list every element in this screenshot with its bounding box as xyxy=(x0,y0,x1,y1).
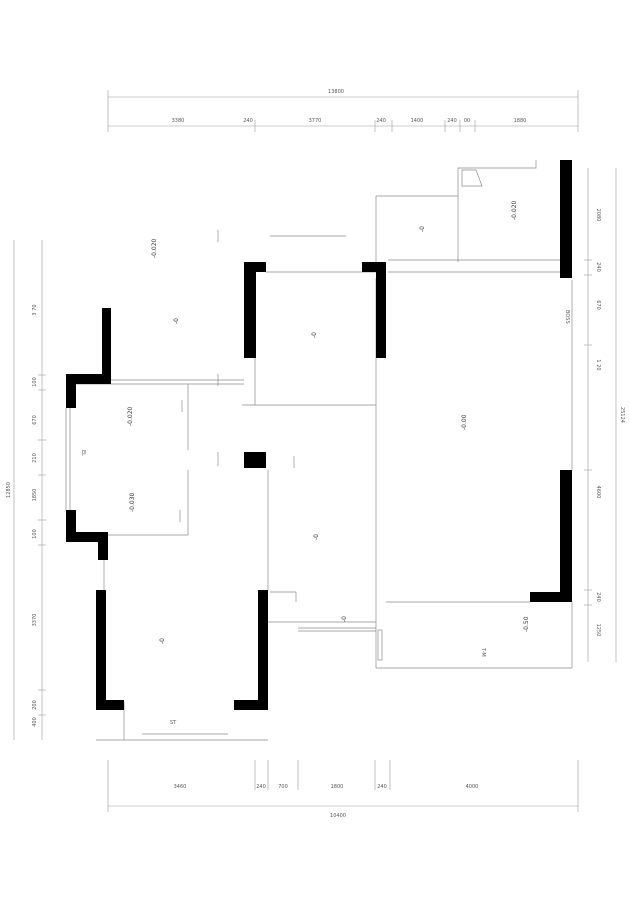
left-dimension-chain: 12850 3 70 100 670 210 1850 100 3370 200… xyxy=(6,240,46,740)
room-level-upper-left: -0.020 xyxy=(151,238,158,258)
left-dimension-2: 100 xyxy=(32,377,38,387)
left-dimension-8: 200 xyxy=(32,700,38,710)
room-level-corridor: -0 xyxy=(173,318,180,324)
annotation-2: EL xyxy=(80,450,86,456)
top-dimension-5: 1400 xyxy=(411,118,424,124)
left-dimension-9: 400 xyxy=(32,717,38,727)
bottom-dimension-2: 240 xyxy=(256,784,266,790)
right-dimension-chain: 25124 2080 240 670 1 20 4600 240 1250 xyxy=(584,168,625,662)
annotations: BOSS EL ST T-M xyxy=(80,310,570,726)
wall-left-bay-bottom xyxy=(66,510,76,542)
right-dimension-6: 240 xyxy=(595,592,601,602)
bottom-dimension-4: 1800 xyxy=(331,784,344,790)
bottom-dimension-6: 4000 xyxy=(466,784,479,790)
top-dimension-3: 3770 xyxy=(309,118,322,124)
right-dimension-7: 1250 xyxy=(595,624,601,637)
top-dimension-8: 1880 xyxy=(514,118,527,124)
top-dimension-7: 00 xyxy=(464,118,470,124)
room-level-master-bedroom: -0 xyxy=(159,638,166,644)
top-dimension-4: 240 xyxy=(376,118,386,124)
bottom-dimension-1: 3460 xyxy=(174,784,187,790)
bottom-total-dimension: 10400 xyxy=(330,813,346,819)
wall-left-upper xyxy=(102,308,111,384)
top-dimension-6: 240 xyxy=(447,118,457,124)
wall-center-column-left xyxy=(244,262,256,358)
wall-center-column-right-top xyxy=(362,262,386,272)
wall-left-mid-post xyxy=(98,532,108,560)
room-level-living: -0.00 xyxy=(461,414,468,430)
wall-left-bay-top xyxy=(66,374,76,408)
annotation-4: T-M xyxy=(480,647,486,657)
left-dimension-7: 3370 xyxy=(32,614,38,627)
wall-bottom-right-return xyxy=(234,700,268,710)
wall-left-lower xyxy=(96,590,106,710)
room-level-dining: -0 xyxy=(311,332,318,338)
top-dimension-1: 3380 xyxy=(172,118,185,124)
room-labels: -0.020 -0 -0.020 -0 -0 -0.020 -0.00 -0.0… xyxy=(127,200,530,644)
room-level-bedroom-upper: -0.020 xyxy=(127,406,134,426)
wall-left-lower-return xyxy=(96,700,124,710)
bottom-dimension-3: 700 xyxy=(278,784,288,790)
wall-bottom-right-post xyxy=(258,590,268,710)
bottom-dimension-chain: 10400 3460 240 700 1800 240 4000 xyxy=(107,760,579,819)
right-dimension-2: 240 xyxy=(595,262,601,272)
annotation-3: ST xyxy=(170,720,177,726)
wall-left-mid-return xyxy=(66,532,108,542)
room-level-balcony: -0.50 xyxy=(523,616,530,632)
room-level-storage: -0 xyxy=(419,226,426,232)
wall-right-lower-return xyxy=(530,592,572,602)
annotation-1: BOSS xyxy=(564,310,570,324)
right-dimension-4: 1 20 xyxy=(595,359,601,370)
top-dimension-2: 240 xyxy=(243,118,253,124)
room-level-kitchen: -0.020 xyxy=(511,200,518,220)
left-total-dimension: 12850 xyxy=(6,482,12,498)
top-total-dimension: 13800 xyxy=(328,89,344,95)
room-level-hall: -0 xyxy=(313,534,320,540)
left-dimension-3: 670 xyxy=(32,415,38,425)
top-dimension-chain: 13800 3380 240 3770 240 1400 240 00 1880 xyxy=(107,89,579,132)
wall-center-block xyxy=(244,452,266,468)
wall-left-upper-return xyxy=(66,374,111,384)
bottom-dimension-5: 240 xyxy=(377,784,387,790)
right-dimension-5: 4600 xyxy=(595,486,601,499)
right-total-dimension: 25124 xyxy=(619,407,625,423)
wall-center-column-right xyxy=(376,262,386,358)
room-level-bath: -0 xyxy=(341,616,348,622)
wall-right-lower xyxy=(560,470,572,602)
structural-walls xyxy=(66,160,572,710)
right-dimension-3: 670 xyxy=(595,300,601,310)
wall-top-right-column xyxy=(560,160,572,278)
left-dimension-5: 1850 xyxy=(32,489,38,502)
partition-lines xyxy=(65,160,573,741)
right-dimension-1: 2080 xyxy=(595,209,601,222)
room-level-bedroom-lower: -0.030 xyxy=(129,492,136,512)
left-dimension-1: 3 70 xyxy=(32,304,38,315)
left-dimension-4: 210 xyxy=(32,453,38,463)
left-dimension-6: 100 xyxy=(32,529,38,539)
